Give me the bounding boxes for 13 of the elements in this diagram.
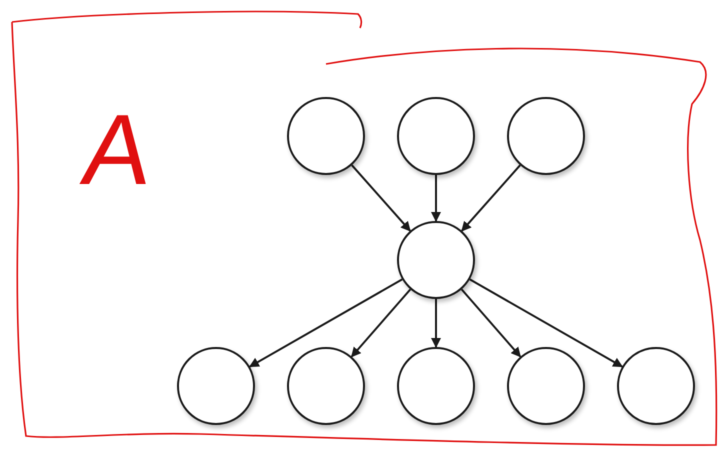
arrow [248, 278, 403, 368]
arrow [431, 299, 441, 348]
handwritten-letter: A [76, 100, 158, 200]
arrow [469, 278, 624, 368]
node-circle [287, 347, 365, 425]
node-circle [397, 221, 475, 299]
node-circle [617, 347, 695, 425]
arrow [460, 288, 522, 358]
arrow [461, 164, 521, 232]
node-circle [507, 347, 585, 425]
arrow [351, 164, 411, 232]
arrow [431, 175, 441, 222]
arrow [350, 288, 412, 358]
